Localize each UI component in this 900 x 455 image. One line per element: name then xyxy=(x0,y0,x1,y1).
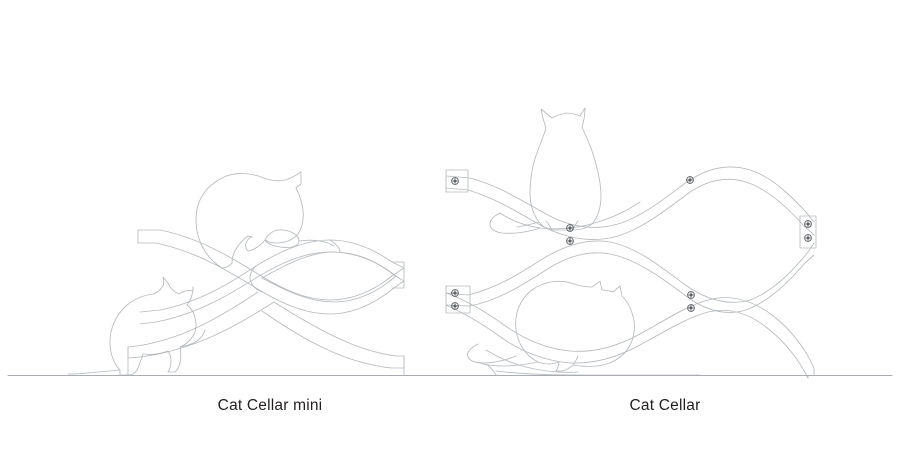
screw-right-tab-bottom xyxy=(804,234,812,242)
mini-left-foot xyxy=(127,346,405,376)
mini-diamond-panel-upper xyxy=(261,251,397,303)
screw-lower-left-tab-bottom xyxy=(451,302,459,310)
cellar-cat-rear-hind-leg-left xyxy=(545,220,553,231)
cellar-second-wave xyxy=(445,240,815,313)
mini-cat-sitting-raised-paw xyxy=(179,329,206,348)
cellar-cat-curled-front-paw xyxy=(572,355,579,366)
cellar-top-wave xyxy=(445,166,815,240)
cellar-upper-shelf-plate xyxy=(489,201,641,234)
caption-cat-cellar: Cat Cellar xyxy=(629,397,701,414)
screw-center-joint-top xyxy=(566,224,574,232)
cellar-third-wave xyxy=(445,292,815,379)
cellar-right-wall-tab xyxy=(799,215,817,249)
product-cat-cellar-mini xyxy=(67,171,405,376)
cellar-lower-shelf-tongue xyxy=(467,343,579,373)
cellar-cat-curled xyxy=(479,280,635,372)
cellar-cat-rear-hind-leg-right xyxy=(571,220,579,231)
mini-cat-sitting xyxy=(67,276,206,376)
mini-cat-crouching-tail xyxy=(298,239,335,247)
mini-mid-joint xyxy=(329,239,341,253)
mini-cat-crouching-paw xyxy=(264,229,300,248)
cellar-cat-rear-tail xyxy=(516,221,540,228)
cellar-cat-curled-tail xyxy=(479,361,539,367)
mini-left-joint-throat xyxy=(249,265,263,293)
fastener-group xyxy=(451,176,812,312)
screw-upper-right-joint xyxy=(686,176,694,184)
cellar-lower-left-wall-tab xyxy=(445,285,471,314)
mini-upper-shelf xyxy=(137,229,405,315)
product-cat-cellar xyxy=(445,107,817,379)
mini-lower-panel xyxy=(127,291,405,369)
screw-lower-left-tab-top xyxy=(451,289,459,297)
caption-cat-cellar-mini: Cat Cellar mini xyxy=(217,397,323,414)
screw-upper-left-tab xyxy=(451,177,459,185)
cellar-cat-sitting-rear xyxy=(516,107,602,231)
mini-right-wall-tab xyxy=(391,261,405,289)
mini-cat-crouching xyxy=(195,171,335,269)
screw-center-joint-bottom xyxy=(566,237,574,245)
screw-lower-right-joint-bottom xyxy=(687,304,695,312)
screw-right-tab-top xyxy=(804,220,812,228)
cellar-upper-left-wall-tab xyxy=(445,169,469,193)
mini-cat-sitting-tail xyxy=(67,369,121,375)
screw-lower-right-joint-top xyxy=(687,291,695,299)
